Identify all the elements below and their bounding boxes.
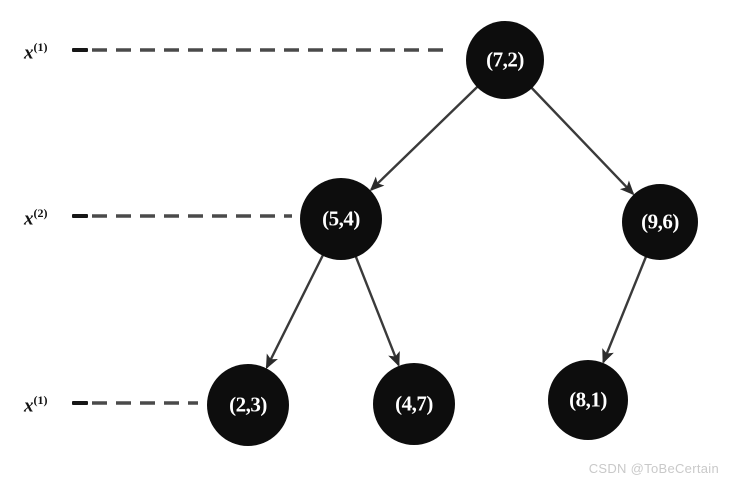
tree-edge — [529, 85, 635, 196]
tree-edge — [369, 84, 480, 192]
split-axis-label: x(2) — [24, 206, 48, 230]
split-axis-variable: x — [24, 395, 34, 417]
dash-lead-stub — [72, 48, 88, 52]
tree-node-circle[interactable] — [548, 360, 628, 440]
tree-node-circle[interactable] — [622, 184, 698, 260]
tree-node-circle[interactable] — [207, 364, 289, 446]
split-axis-superscript: (1) — [33, 393, 48, 407]
dash-lead-stub — [72, 401, 88, 405]
split-axis-superscript: (1) — [33, 40, 48, 54]
tree-node-circle[interactable] — [466, 21, 544, 99]
split-axis-label: x(1) — [24, 40, 48, 64]
tree-edge — [354, 254, 400, 367]
tree-edge — [265, 253, 325, 370]
split-axis-variable: x — [24, 208, 34, 230]
watermark-text: CSDN @ToBeCertain — [588, 461, 719, 476]
split-axis-superscript: (2) — [33, 206, 48, 220]
tree-edge — [602, 254, 648, 364]
split-axis-label: x(1) — [24, 393, 48, 417]
tree-node-circle[interactable] — [300, 178, 382, 260]
tree-nodes — [207, 21, 698, 446]
split-dashed-lines — [92, 48, 452, 405]
dash-lead-stub — [72, 214, 88, 218]
tree-edges — [265, 84, 648, 370]
split-axis-variable: x — [24, 42, 34, 64]
tree-node-circle[interactable] — [373, 363, 455, 445]
